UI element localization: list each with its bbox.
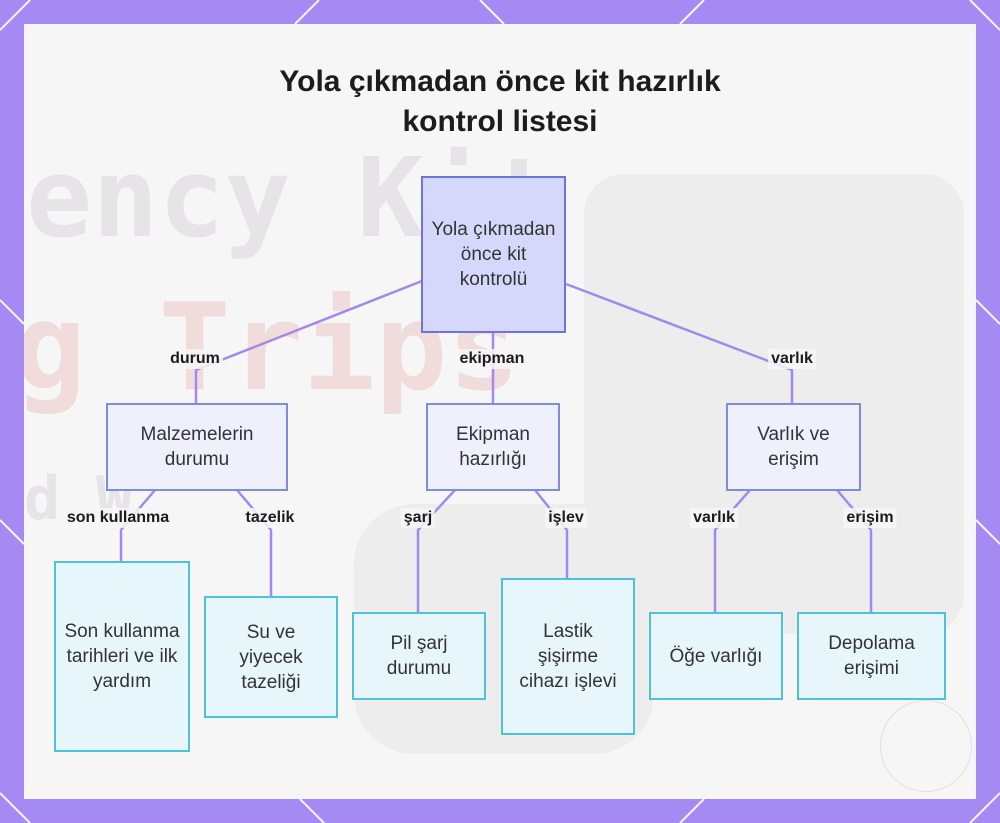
edge-label-tazelik: tazelik — [243, 508, 298, 528]
edge-label-sarj: şarj — [401, 508, 435, 528]
node-son-kullanma: Son kullanma tarihleri ve ilk yardım — [54, 561, 190, 752]
node-su-ve-yiyecek: Su ve yiyecek tazeliği — [204, 596, 338, 718]
edge-label-varlik-2: varlık — [690, 508, 738, 528]
edge-label-varlik: varlık — [768, 349, 816, 369]
node-malzemelerin-durumu: Malzemelerin durumu — [106, 403, 288, 491]
node-root: Yola çıkmadan önce kit kontrolü — [421, 176, 566, 333]
node-pil-sarj: Pil şarj durumu — [352, 612, 486, 700]
connector — [237, 490, 271, 596]
edge-label-durum: durum — [167, 349, 223, 369]
connector — [566, 284, 792, 404]
edge-label-islev: işlev — [545, 508, 587, 528]
connector — [535, 490, 567, 578]
node-ekipman-hazirligi: Ekipman hazırlığı — [426, 403, 560, 491]
node-varlik-ve-erisim: Varlık ve erişim — [726, 403, 861, 491]
node-depolama-erisimi: Depolama erişimi — [797, 612, 946, 700]
connector — [196, 281, 422, 404]
node-lastik-sisirme: Lastik şişirme cihazı işlevi — [501, 578, 635, 735]
edge-label-ekipman: ekipman — [457, 349, 528, 369]
edge-label-son-kullanma: son kullanma — [64, 508, 172, 528]
node-oge-varligi: Öğe varlığı — [649, 612, 783, 700]
edge-label-erisim: erişim — [843, 508, 896, 528]
